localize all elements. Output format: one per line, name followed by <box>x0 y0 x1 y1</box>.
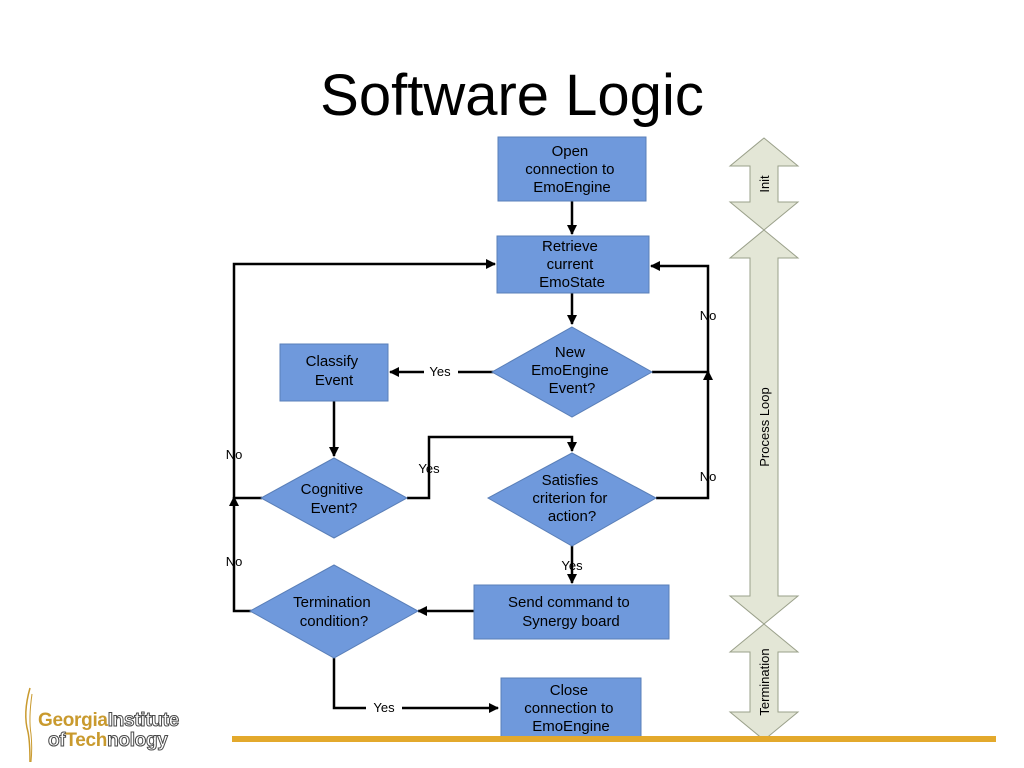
edge-label-satisfies-no: No <box>700 469 717 484</box>
node-cognitive-line-1: Cognitive <box>301 481 364 498</box>
node-new-event-line-3: Event? <box>549 380 596 397</box>
node-satisfies-line-1: Satisfies <box>542 472 599 489</box>
node-send: Send command to Synergy board <box>473 584 670 640</box>
svg-text:Termination condition?: Termination condition? <box>293 594 375 630</box>
edge-label-bg <box>366 364 458 715</box>
node-retrieve-line-1: Retrieve <box>542 238 598 255</box>
node-send-line-2: Synergy board <box>522 613 620 630</box>
edge-label-new-yes: Yes <box>429 364 451 379</box>
node-new-event-line-1: New <box>555 344 585 361</box>
node-open-line-3: EmoEngine <box>533 179 611 196</box>
node-satisfies-line-3: action? <box>548 508 596 525</box>
svg-text:Classify Event: Classify Event <box>306 353 363 389</box>
phase-init-arrow: Init <box>728 137 800 231</box>
logo-of: of <box>47 730 66 752</box>
flame-icon <box>25 687 33 763</box>
node-open-line-2: connection to <box>525 161 614 178</box>
node-classify-line-1: Classify <box>306 353 359 370</box>
node-close-line-1: Close <box>550 682 588 699</box>
edge-satisfies-no <box>656 370 713 500</box>
edge-termination-no <box>229 496 252 613</box>
node-retrieve-line-2: current <box>547 256 595 273</box>
phase-process-arrow: Process Loop <box>728 229 800 625</box>
node-send-line-1: Send command to <box>508 594 630 611</box>
edge-termination-yes <box>332 658 499 713</box>
edge-new-no <box>650 261 710 374</box>
node-retrieve-line-3: EmoState <box>539 274 605 291</box>
svg-text:Retrieve current E: Retrieve current EmoState <box>539 238 605 291</box>
edge-label-new-no: No <box>700 308 717 323</box>
node-classify-line-2: Event <box>315 372 354 389</box>
node-open-line-1: Open <box>552 143 589 160</box>
node-satisfies: Satisfies criterion for action? <box>486 452 658 547</box>
svg-text:Satisfies criterion for: Satisfies criterion for action? <box>532 472 611 525</box>
phase-init-label: Init <box>757 175 772 193</box>
node-retrieve: Retrieve current EmoState <box>496 235 650 294</box>
node-open: Open connection to EmoEngine <box>497 136 647 202</box>
edge-label-termination-yes: Yes <box>373 700 395 715</box>
node-close-line-3: EmoEngine <box>532 718 610 735</box>
phase-termination-arrow: Termination <box>728 623 800 741</box>
node-classify: Classify Event <box>279 343 389 402</box>
svg-text:Close connection to: Close connection to EmoEngine <box>524 682 617 735</box>
logo-line-1: GeorgiaInstitute <box>38 710 180 732</box>
logo-line-2: ofTechnology <box>47 730 169 752</box>
node-new-event-line-2: EmoEngine <box>531 362 609 379</box>
georgia-tech-logo: GeorgiaInstitute ofTechnology <box>20 684 260 764</box>
node-satisfies-line-2: criterion for <box>532 490 607 507</box>
node-close-line-2: connection to <box>524 700 613 717</box>
node-new-event: New EmoEngine Event? <box>490 326 654 418</box>
svg-text:Cognitive Event?: Cognitive Event? <box>301 481 368 517</box>
edge-cognitive-yes <box>407 435 577 500</box>
logo-nology: nology <box>107 730 169 752</box>
svg-text:New EmoEngine Even: New EmoEngine Event? <box>531 344 613 397</box>
node-cognitive-line-2: Event? <box>311 500 358 517</box>
edge-label-termination-no: No <box>226 554 243 569</box>
node-termination-line-1: Termination <box>293 594 371 611</box>
phase-process-label: Process Loop <box>757 387 772 467</box>
logo-tech: Tech <box>65 730 108 751</box>
node-cognitive: Cognitive Event? <box>259 457 409 539</box>
page-title: Software Logic <box>320 63 704 128</box>
node-close: Close connection to EmoEngine <box>500 677 642 742</box>
svg-text:Open connection to: Open connection to EmoEngine <box>525 143 618 196</box>
edge-cognitive-no <box>232 259 496 500</box>
logo-institute: Institute <box>107 710 179 732</box>
edge-label-satisfies-yes: Yes <box>561 558 583 573</box>
phase-termination-label: Termination <box>757 648 772 715</box>
svg-text:Send command to Synergy: Send command to Synergy board <box>508 594 634 630</box>
logo-georgia: Georgia <box>38 710 108 731</box>
node-termination: Termination condition? <box>248 564 420 659</box>
edge-label-cognitive-yes: Yes <box>418 461 440 476</box>
footer-gold-bar <box>232 736 996 742</box>
node-termination-line-2: condition? <box>300 613 368 630</box>
edge-label-cognitive-no: No <box>226 447 243 462</box>
